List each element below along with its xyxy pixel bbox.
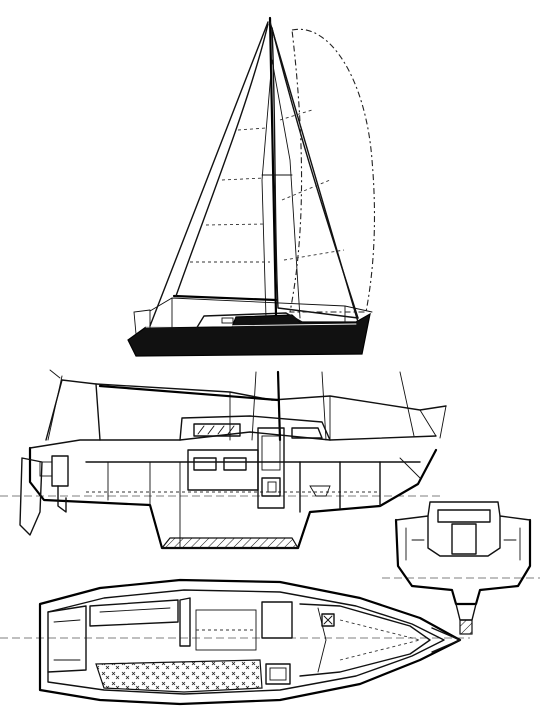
backstay <box>149 21 269 327</box>
saloon-furniture <box>195 601 293 685</box>
lifeline <box>149 297 373 313</box>
sail-seams <box>279 109 345 261</box>
profile-hull-outline <box>28 446 438 550</box>
cabin-trunk <box>195 312 303 330</box>
profile-backstay <box>47 375 63 441</box>
cabin-house <box>179 415 331 441</box>
cockpit <box>47 605 87 673</box>
spinnaker-outline <box>289 28 376 313</box>
section-ballast <box>459 619 473 635</box>
mainsail <box>175 23 269 297</box>
v-berth <box>299 603 431 677</box>
bow-pulpit <box>431 627 461 653</box>
plan-inner-hull <box>47 589 445 695</box>
genoa <box>271 27 359 319</box>
ballast-keel <box>160 537 300 549</box>
cabin-windows <box>221 317 262 324</box>
profile-pulpit <box>45 379 101 441</box>
profile-mast <box>276 370 282 442</box>
rudder <box>19 457 43 536</box>
accommodation-plan-view <box>0 578 470 706</box>
outboard-motor <box>39 455 69 513</box>
section-hull-outline <box>394 518 532 606</box>
boom <box>172 294 278 302</box>
interior-structure <box>85 427 421 549</box>
port-berth <box>89 597 191 647</box>
mainsail-battens <box>190 127 270 263</box>
settee-cushions <box>95 659 263 693</box>
section-keel <box>455 603 477 621</box>
section-deck <box>395 501 531 521</box>
profile-boom <box>98 384 280 402</box>
midship-section-view <box>382 501 540 635</box>
plan-deck-outline <box>38 578 462 706</box>
inboard-profile-view <box>0 369 447 550</box>
sheer-line <box>29 431 437 449</box>
cabin-port <box>193 423 241 437</box>
profile-lifeline <box>95 383 447 411</box>
hull-profile <box>127 312 371 357</box>
shrouds <box>261 59 301 319</box>
sail-plan-view <box>127 16 376 357</box>
